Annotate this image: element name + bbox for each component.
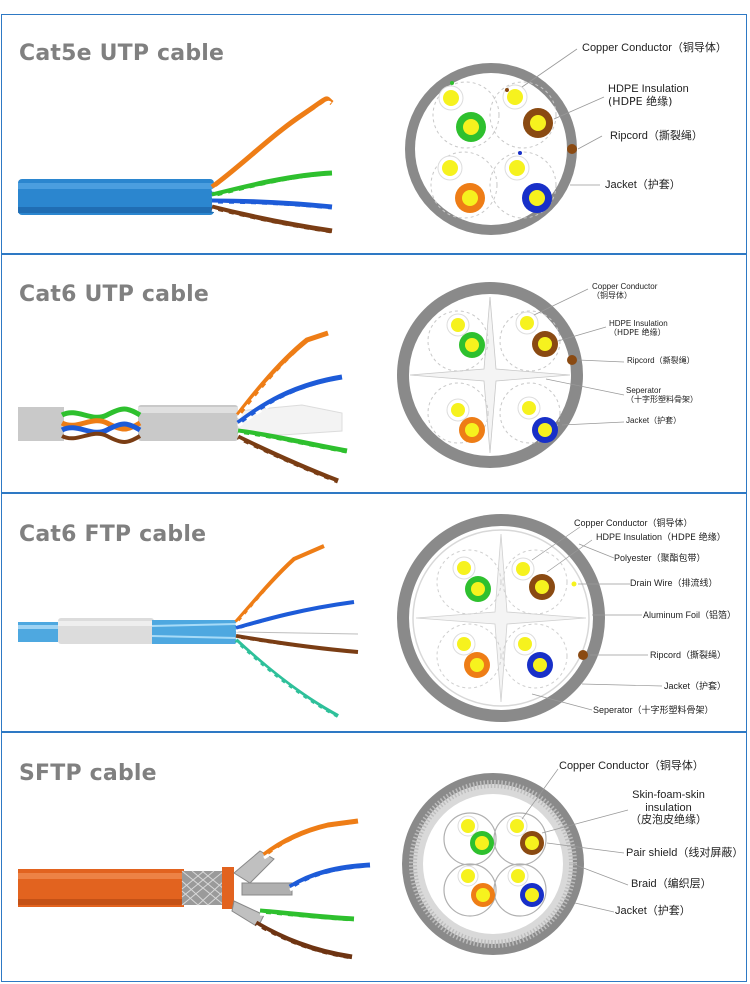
label-ripcord: Ripcord（撕裂绳） [650, 650, 727, 661]
label-pair-shield: Pair shield（线对屏蔽） [626, 846, 744, 859]
pair-orange [234, 544, 325, 624]
panel-title: Cat5e UTP cable [19, 41, 225, 66]
label-hdpe-insulation: HDPE Insulation(HDPE 绝缘) [608, 83, 689, 108]
pair-green [237, 428, 348, 454]
cable-jacket [18, 407, 64, 441]
label-jacket: Jacket（护套） [615, 904, 691, 917]
pair-orange [210, 96, 334, 190]
pair-orange [262, 818, 359, 857]
cross-section-cat6-ftp [397, 514, 663, 722]
label-separator: Seperator（十字形塑料骨架） [626, 386, 698, 405]
panel-cat6-utp: Cat6 UTP cable [1, 254, 747, 493]
pair-green [234, 638, 339, 718]
label-drain-wire: Drain Wire（排流线） [630, 578, 718, 589]
pair-green [259, 908, 355, 922]
ripcord [567, 144, 577, 154]
pair-brown [235, 634, 359, 654]
label-braid: Braid（编织层） [631, 877, 712, 890]
cable-photo-sftp [18, 818, 371, 963]
label-copper-conductor: Copper Conductor（铜导体） [574, 518, 693, 529]
cable-photo-cat6-ftp [18, 544, 361, 722]
cross-section-cat5e [405, 48, 605, 235]
pair-blue [288, 862, 371, 890]
label-hdpe-insulation: HDPE Insulation（HDPE 绝缘） [609, 319, 668, 338]
panel-cat5e: Cat5e UTP cable [1, 14, 747, 254]
panel-sftp: SFTP cable [1, 732, 747, 982]
pair-brown [211, 204, 333, 234]
separator [409, 296, 571, 454]
label-jacket: Jacket（护套） [626, 416, 682, 425]
label-jacket: Jacket（护套） [664, 681, 727, 692]
panel-title: Cat6 FTP cable [19, 522, 207, 547]
label-copper-conductor: Copper Conductor（铜导体） [592, 282, 658, 301]
label-ripcord: Ripcord（撕裂绳） [610, 129, 703, 142]
label-jacket: Jacket（护套） [605, 178, 681, 191]
label-aluminum-foil: Aluminum Foil（铝箔） [643, 610, 737, 621]
panel-title: Cat6 UTP cable [19, 282, 210, 307]
ripcord [578, 650, 588, 660]
pair-orange [236, 330, 329, 417]
pair-brown [236, 434, 339, 484]
label-polyester: Polyester（聚酯包带） [614, 553, 706, 564]
cable-photo-cat5e [18, 96, 336, 237]
drain-wire [571, 581, 577, 587]
cable-photo-cat6-utp [18, 330, 350, 487]
cross-section-sftp [402, 768, 629, 955]
pair-blue [236, 374, 343, 426]
label-copper-conductor: Copper Conductor（铜导体） [582, 41, 727, 54]
label-ripcord: Ripcord（撕裂绳） [627, 356, 695, 365]
pair-green [211, 170, 333, 198]
pair-blue [235, 600, 355, 630]
label-separator: Seperator（十字形塑料骨架） [593, 705, 714, 716]
pair-blue [211, 198, 333, 210]
pair-brown [254, 920, 353, 960]
panel-cat6-ftp: Cat6 FTP cable [1, 493, 747, 732]
cross-section-cat6-utp [397, 282, 625, 468]
panel-title: SFTP cable [19, 761, 157, 786]
ripcord [567, 355, 577, 365]
label-hdpe-insulation: HDPE Insulation（HDPE 绝缘） [596, 532, 726, 543]
label-copper-conductor: Copper Conductor（铜导体） [559, 759, 704, 772]
